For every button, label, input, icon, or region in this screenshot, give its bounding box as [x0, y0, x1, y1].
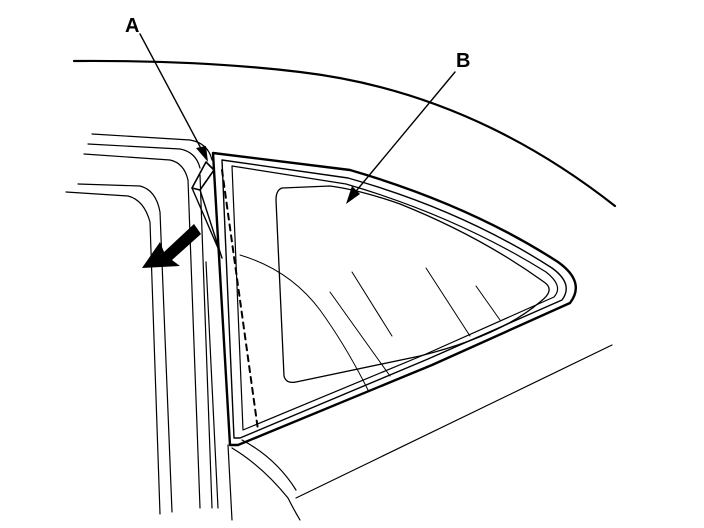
window-molding-outer — [211, 151, 578, 447]
door-frame-lines — [65, 133, 219, 515]
trim-clip — [191, 161, 215, 191]
leader-line-a — [139, 33, 206, 157]
leader-arrowhead-b — [346, 186, 360, 204]
trim-clip-tail — [191, 187, 223, 259]
callout-b: B — [456, 50, 471, 72]
quarter-glass — [275, 185, 550, 384]
leader-arrowhead-a — [196, 146, 208, 162]
glass-reflection-lines — [239, 254, 501, 391]
roof-line — [72, 59, 617, 208]
window-molding-edge — [231, 165, 559, 431]
callout-a: A — [125, 15, 140, 37]
arrow-left-down-icon — [142, 224, 201, 268]
rear-body-panel — [227, 344, 613, 521]
leader-line-b — [351, 71, 456, 197]
window-molding-inner — [221, 159, 567, 439]
hidden-edge-dashed — [221, 169, 259, 431]
